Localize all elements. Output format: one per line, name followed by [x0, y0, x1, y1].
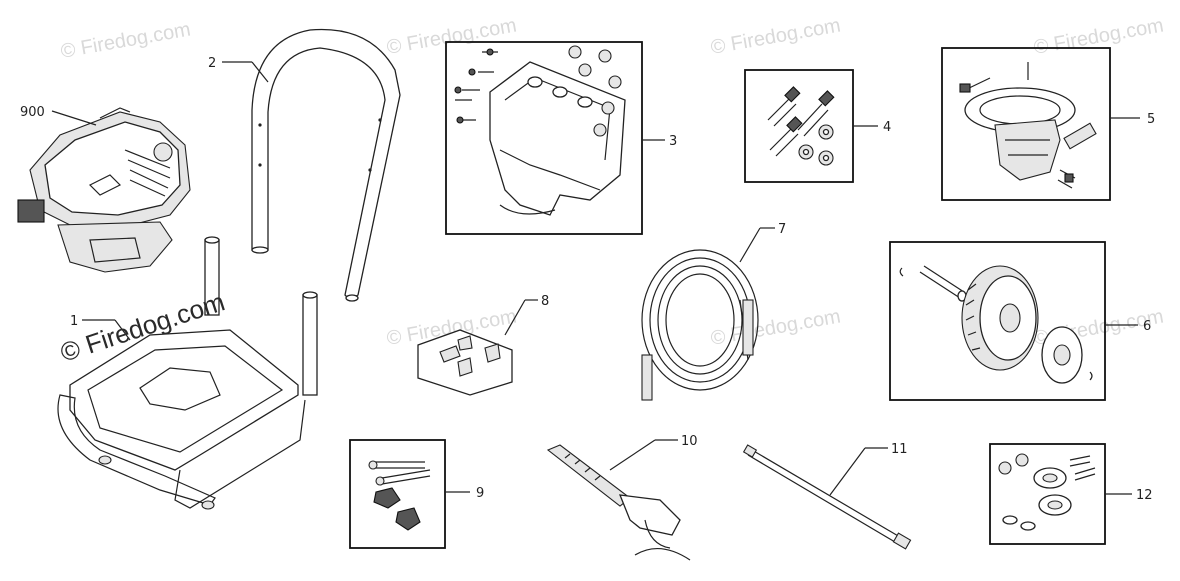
wheel-kit-drawing	[899, 265, 1093, 384]
part-box-5	[941, 47, 1111, 201]
part-label-3: 3	[669, 134, 677, 149]
knob-kit-drawing	[368, 460, 431, 531]
leader-10	[609, 439, 656, 471]
wand-drawing	[742, 444, 912, 550]
watermark-text: © Firedog.com	[385, 14, 518, 58]
bearing-kit-drawing	[998, 453, 1096, 531]
part-label-1: 1	[70, 314, 78, 329]
bracket-kit-drawing	[454, 45, 626, 216]
part-label-12: 12	[1136, 488, 1153, 503]
watermark-text: © Firedog.com	[709, 14, 842, 58]
part-box-6	[889, 241, 1106, 401]
leader-2b	[251, 61, 269, 83]
leader-8	[504, 299, 526, 336]
leader-11	[829, 447, 866, 496]
part-label-2: 2	[208, 56, 216, 71]
frame-base-drawing	[57, 236, 318, 510]
part-label-9: 9	[476, 486, 484, 501]
nozzle-bag-drawing	[417, 329, 513, 396]
leader-900	[51, 110, 97, 126]
engine-drawing	[17, 107, 191, 273]
spray-gun-drawing	[546, 444, 691, 561]
part-label-8: 8	[541, 294, 549, 309]
leader-7	[739, 227, 761, 263]
handle-drawing	[251, 28, 401, 302]
part-label-11: 11	[891, 442, 908, 457]
part-label-6: 6	[1143, 319, 1151, 334]
leader-1b	[114, 319, 131, 341]
watermark-text: © Firedog.com	[1032, 14, 1165, 58]
part-label-4: 4	[883, 120, 891, 135]
part-box-12	[989, 443, 1106, 545]
part-box-9	[349, 439, 446, 549]
part-label-10: 10	[681, 434, 698, 449]
bolt-kit-drawing	[767, 86, 835, 166]
pump-drawing	[959, 62, 1097, 189]
part-box-3	[445, 41, 643, 235]
part-label-5: 5	[1147, 112, 1155, 127]
part-label-7: 7	[778, 222, 786, 237]
watermark-text: © Firedog.com	[59, 18, 192, 62]
hose-drawing	[641, 249, 759, 401]
part-label-900: 900	[20, 105, 45, 120]
